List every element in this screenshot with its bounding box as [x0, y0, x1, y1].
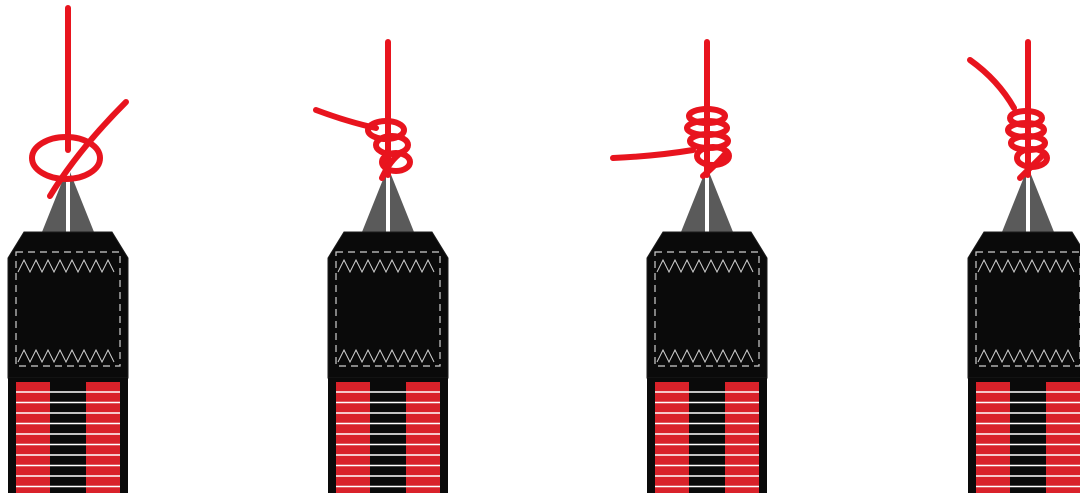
tool-body: [647, 172, 767, 493]
right-tip: [1030, 172, 1054, 232]
tool-head: [8, 232, 128, 378]
step-3-panel: [613, 42, 767, 493]
right-tip: [390, 172, 414, 232]
tool-body: [8, 172, 128, 493]
left-tip: [681, 172, 705, 232]
cord-working-end: [613, 150, 693, 158]
step-2-panel: [316, 42, 448, 493]
cord-step-3: [613, 42, 729, 176]
cord-step-2: [316, 42, 410, 178]
tool-head: [647, 232, 767, 378]
tool-body: [968, 172, 1080, 493]
left-tip: [1002, 172, 1026, 232]
cord-working-end: [970, 60, 1014, 108]
right-tip: [709, 172, 733, 232]
cord-step-4: [970, 42, 1047, 178]
left-tip: [362, 172, 386, 232]
step-1-panel: [8, 8, 128, 493]
cord-step-1: [32, 8, 126, 196]
tool-body: [328, 172, 448, 493]
tool-head: [968, 232, 1080, 378]
step-4-panel: [968, 42, 1080, 493]
tool-head: [328, 232, 448, 378]
cord-working-end: [50, 102, 126, 196]
